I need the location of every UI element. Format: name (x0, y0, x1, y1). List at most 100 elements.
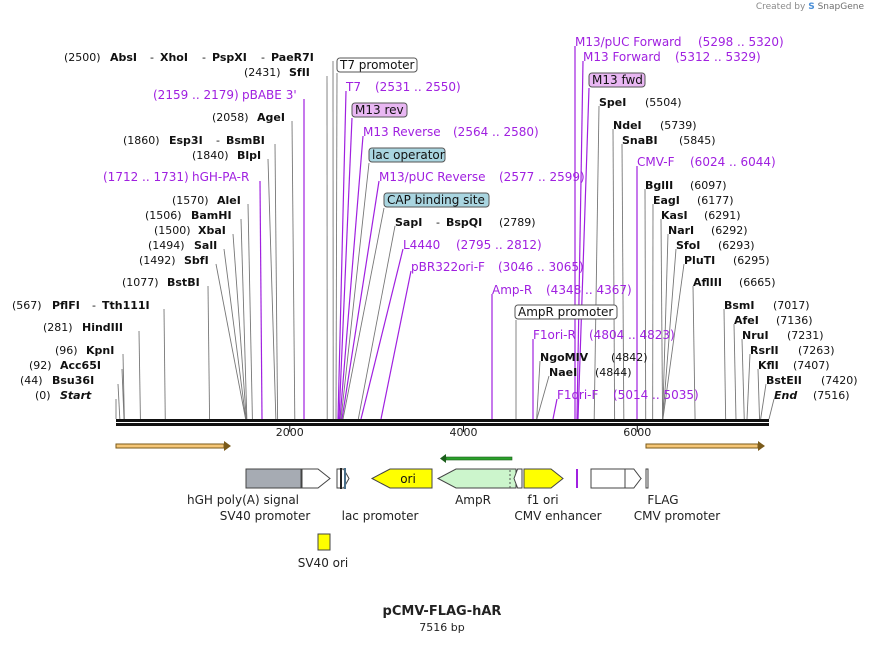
site-position: (6291) (704, 209, 741, 222)
enzyme-name: End (774, 389, 797, 402)
site-connector (335, 72, 338, 420)
enzyme-name: XhoI (160, 51, 188, 64)
feature-box-label: M13 rev (351, 102, 408, 118)
snapgene-credit: Created by S SnapGene (756, 2, 864, 12)
feature-label: SV40 promoter (220, 509, 311, 523)
feature-f1-ori: f1 ori (523, 468, 564, 507)
site-position: (2789) (499, 216, 536, 229)
enzyme-name: HindIII (82, 321, 123, 334)
site-position: (7017) (773, 299, 810, 312)
primer-label: (4348 .. 4367) (546, 283, 632, 297)
site-labels: (2500)AbsI-XhoI-PspXI-PaeR7I(2431)SfIIT7… (12, 35, 858, 402)
enzyme-name: SbfI (184, 254, 209, 267)
primer-label: (5312 .. 5329) (675, 50, 761, 64)
site-position: - (216, 134, 220, 147)
site-connector (117, 383, 121, 420)
enzyme-name: BspQI (446, 216, 482, 229)
label-box-text: AmpR promoter (518, 305, 613, 319)
label-box-text: lac operator (372, 148, 445, 162)
feature-label: FLAG (647, 493, 678, 507)
enzyme-name: XbaI (198, 224, 226, 237)
feature-box-label: T7 promoter (336, 57, 418, 73)
site-position: (7420) (821, 374, 858, 387)
primer-label: M13/pUC Reverse (379, 170, 486, 184)
primer-label: (2577 .. 2599) (499, 170, 585, 184)
site-connector (247, 203, 253, 420)
enzyme-name: SfoI (676, 239, 700, 252)
left-orange-arrow (115, 441, 231, 451)
label-box (336, 57, 418, 73)
enzyme-name: KflI (758, 359, 779, 372)
feature-shape (317, 533, 331, 551)
site-position: (7407) (793, 359, 830, 372)
site-connector (223, 248, 247, 420)
primer-label: pBR322ori-F (411, 260, 485, 274)
site-position: (6293) (718, 239, 755, 252)
primer-connector (341, 180, 380, 420)
primer-label: (2159 .. 2179) (153, 88, 239, 102)
site-position: (7263) (798, 344, 835, 357)
enzyme-name: Tth111I (102, 299, 150, 312)
site-connector (536, 375, 550, 420)
label-box-text: M13 fwd (592, 73, 643, 87)
enzyme-name: AgeI (257, 111, 285, 124)
backbone-strand-bottom (116, 423, 769, 426)
site-position: - (150, 51, 154, 64)
primer-label: Amp-R (492, 283, 532, 297)
enzyme-name: NgoMIV (540, 351, 589, 364)
site-position: (1077) (122, 276, 159, 289)
feature-ampr: AmpR (436, 468, 517, 507)
site-connector (733, 323, 737, 420)
primer-connector (576, 60, 584, 420)
site-position: (1500) (154, 224, 191, 237)
feature-box-label: lac operator (368, 147, 446, 163)
site-connector (342, 207, 385, 420)
enzyme-name: BglII (645, 179, 673, 192)
site-position: (6295) (733, 254, 770, 267)
primer-label: (5014 .. 5035) (613, 388, 699, 402)
site-position: (5845) (679, 134, 716, 147)
feature-inside-label: ori (400, 472, 416, 486)
label-box (351, 102, 408, 118)
feature-box-label: M13 fwd (588, 72, 646, 88)
site-position: - (202, 51, 206, 64)
feature-ampr-promoter (513, 468, 523, 489)
primer-connector (577, 87, 590, 420)
site-connector (215, 263, 247, 420)
site-connector (357, 225, 396, 420)
site-connector (138, 330, 141, 420)
site-position: (5739) (660, 119, 697, 132)
feature-sv40-ori: SV40 ori (298, 533, 348, 570)
site-connector (536, 360, 541, 420)
primer-label: (4804 .. 4823) (589, 328, 675, 342)
enzyme-name: AbsI (110, 51, 137, 64)
site-position: (5504) (645, 96, 682, 109)
primer-label: M13 Reverse (363, 125, 441, 139)
credit-prefix: Created by (755, 2, 806, 12)
feature-shape (513, 468, 523, 489)
site-connector (621, 143, 625, 420)
site-position: (1494) (148, 239, 185, 252)
site-connector (746, 353, 751, 420)
site-connector (660, 218, 664, 420)
enzyme-name: SpeI (599, 96, 626, 109)
site-position: (2500) (64, 51, 101, 64)
site-connector (593, 105, 600, 420)
primer-label: L4440 (403, 238, 440, 252)
site-position: (92) (29, 359, 52, 372)
label-box (588, 72, 646, 88)
primer-label: (1712 .. 1731) (103, 170, 189, 184)
label-box (368, 147, 446, 163)
site-connector (741, 338, 745, 420)
enzyme-name: SalI (194, 239, 217, 252)
primer-connector (338, 117, 353, 420)
primer-label: M13/pUC Forward (575, 35, 682, 49)
site-position: (1570) (172, 194, 209, 207)
feature-label: CMV enhancer (514, 509, 601, 523)
connector-lines (115, 46, 775, 420)
enzyme-name: PspXI (212, 51, 247, 64)
enzyme-name: PluTI (684, 254, 715, 267)
site-position: (7136) (776, 314, 813, 327)
site-position: (4844) (595, 366, 632, 379)
enzyme-name: BamHI (191, 209, 232, 222)
